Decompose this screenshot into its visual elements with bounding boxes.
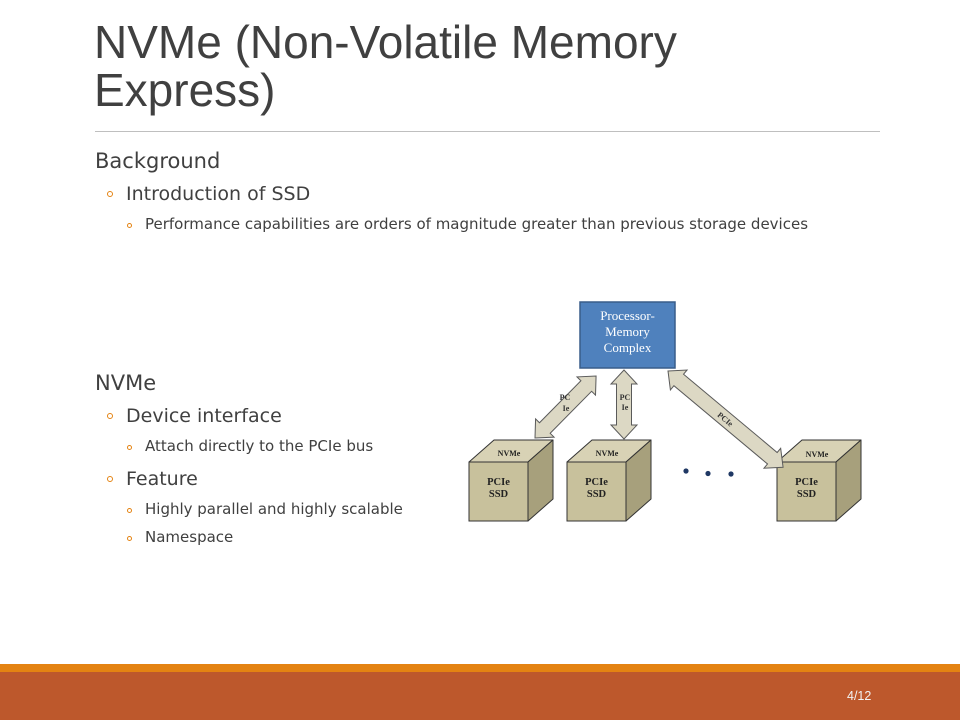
ellipsis-dot (683, 468, 689, 474)
ssd-front-face (468, 461, 529, 522)
page-number: 4/12 (847, 689, 872, 703)
ssd-top-label: NVMe (596, 449, 619, 458)
ellipsis-dots-icon (683, 468, 734, 477)
ssd-top-label: NVMe (498, 449, 521, 458)
host-label-line: Memory (605, 324, 650, 339)
ssd-front-face (776, 461, 837, 522)
list-item-level-2: Namespace (127, 528, 234, 546)
list-item-level-2: Highly parallel and highly scalable (127, 500, 403, 518)
list-item-level-2: Attach directly to the PCIe bus (127, 437, 374, 455)
ssd-front-label-line: PCIe (487, 477, 510, 488)
ssd-front-label-line: SSD (587, 489, 607, 500)
processor-memory-complex: Processor- Memory Complex (579, 301, 676, 369)
list-item-level-1: Feature (107, 468, 198, 490)
ssd-front-label-line: SSD (797, 489, 817, 500)
double-arrow-icon (609, 369, 639, 440)
bullet-icon (127, 222, 132, 228)
double-arrow-icon (667, 369, 784, 469)
list-item-text: Device interface (126, 405, 282, 427)
host-box (579, 301, 676, 369)
pcie-ssd-device: NVMe PCIe SSD (468, 439, 554, 522)
list-item-text: Feature (126, 468, 198, 490)
footer-accent-stripe (0, 664, 960, 672)
ssd-top-label: NVMe (806, 450, 829, 459)
pcie-ssd-device: NVMe PCIe SSD (776, 439, 862, 522)
host-label-line: Processor- (600, 308, 655, 323)
section-heading-nvme: NVMe (95, 371, 157, 395)
bullet-icon (127, 535, 132, 541)
ssd-front-face (566, 461, 627, 522)
list-item-text: Highly parallel and highly scalable (145, 500, 403, 518)
pcie-link: PC Ie (609, 369, 639, 440)
pcie-ssd-device: NVMe PCIe SSD (566, 439, 652, 522)
list-item-level-2: Performance capabilities are orders of m… (127, 215, 809, 233)
ssd-front-label-line: PCIe (585, 477, 608, 488)
ellipsis-dot (705, 470, 711, 477)
list-item-text: Performance capabilities are orders of m… (145, 215, 809, 233)
list-item-level-1: Introduction of SSD (107, 183, 311, 205)
ssd-front-label-line: PCIe (795, 477, 818, 488)
title-divider (95, 131, 880, 132)
ellipsis-dot (728, 471, 734, 477)
host-label-line: Complex (604, 340, 652, 355)
bullet-icon (107, 191, 113, 197)
list-item-text: Introduction of SSD (126, 183, 311, 205)
list-item-text: Attach directly to the PCIe bus (145, 437, 374, 455)
nvme-topology-diagram: Processor- Memory Complex NVMe PCIe SSD … (468, 301, 862, 522)
pcie-link-label-line: PC (560, 393, 571, 402)
ssd-front-label-line: SSD (489, 489, 509, 500)
bullet-icon (107, 476, 113, 482)
section-heading-background: Background (95, 149, 221, 173)
double-arrow-icon (534, 375, 597, 439)
pcie-link: PCIe (667, 369, 784, 469)
pcie-link-label-line: Ie (622, 403, 629, 412)
slide-title: NVMe (Non-Volatile Memory Express) (94, 16, 677, 116)
list-item-level-1: Device interface (107, 405, 282, 427)
bullet-icon (107, 413, 113, 419)
pcie-link-label-line: Ie (563, 404, 570, 413)
list-item-text: Namespace (145, 528, 234, 546)
pcie-link-label-line: PC (620, 393, 631, 402)
pcie-link: PC Ie (534, 375, 597, 439)
footer-band (0, 672, 960, 720)
bullet-icon (127, 507, 132, 513)
bullet-icon (127, 444, 132, 450)
